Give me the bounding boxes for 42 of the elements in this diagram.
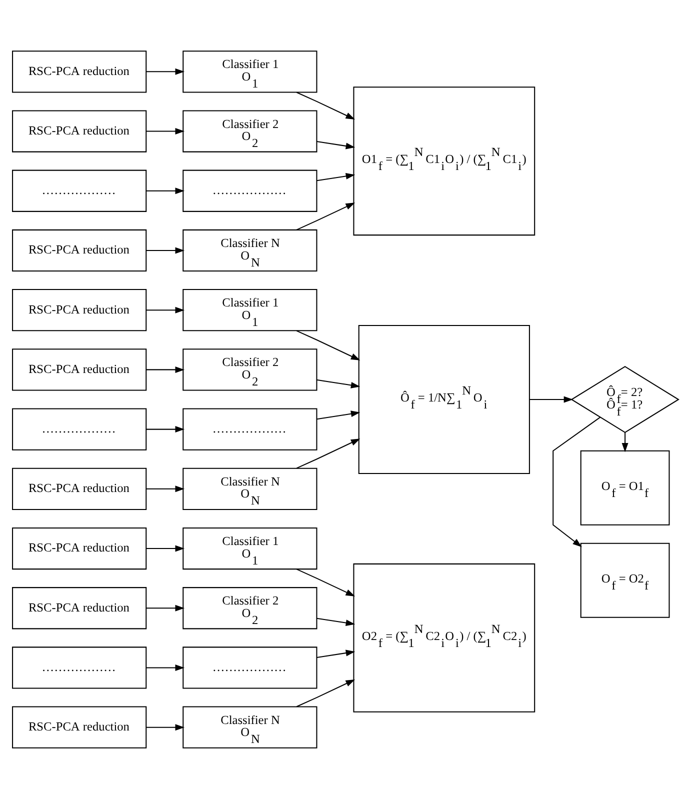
- node-box: ………………: [182, 170, 318, 212]
- node-box: RSC-PCA reduction: [12, 110, 147, 152]
- node-box: ………………: [12, 408, 147, 450]
- node-box: ………………: [182, 408, 318, 450]
- node-box: RSC-PCA reduction: [12, 527, 147, 570]
- arrow: [146, 247, 185, 254]
- arrow: [146, 68, 185, 75]
- arrow: [296, 92, 356, 120]
- arrow: [146, 545, 185, 552]
- node-box: ………………: [182, 646, 318, 689]
- arrow: [146, 604, 185, 612]
- arrow: [316, 410, 360, 420]
- arrow: [146, 306, 185, 314]
- arrow: [146, 724, 185, 731]
- node-box: RSC-PCA reduction: [12, 289, 147, 332]
- arrow: [316, 140, 356, 150]
- arrow: [146, 664, 185, 671]
- arrow: [296, 202, 356, 230]
- node-box: RSC-PCA reduction: [12, 229, 147, 272]
- arrow: [316, 172, 356, 182]
- arrow: [552, 416, 601, 548]
- arrow: [316, 379, 360, 388]
- arrow: [622, 432, 628, 452]
- arrow: [530, 396, 574, 403]
- arrow: [146, 128, 185, 135]
- arrow: [146, 366, 185, 373]
- node-box: RSC-PCA reduction: [12, 348, 147, 391]
- node-box: ………………: [12, 170, 147, 212]
- arrow: [146, 426, 185, 433]
- arrow: [296, 330, 360, 360]
- node-box: ………………: [12, 646, 147, 689]
- arrow: [146, 188, 185, 194]
- arrow: [296, 438, 360, 469]
- arrow: [316, 618, 356, 626]
- arrow: [296, 679, 356, 708]
- arrow: [296, 568, 356, 596]
- node-box: RSC-PCA reduction: [12, 468, 147, 510]
- node-box: RSC-PCA reduction: [12, 50, 147, 93]
- node-box: RSC-PCA reduction: [12, 587, 147, 630]
- node-box: RSC-PCA reduction: [12, 706, 147, 748]
- arrow: [146, 486, 185, 492]
- arrow: [316, 650, 356, 658]
